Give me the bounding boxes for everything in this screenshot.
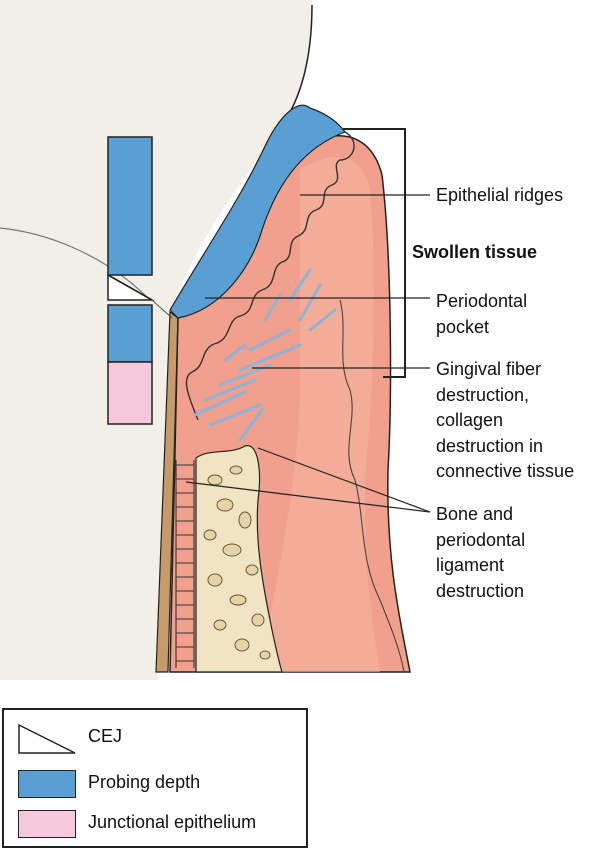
leader-bone-1	[257, 447, 431, 513]
connective-line	[339, 299, 405, 673]
swollen-tissue-bracket	[343, 128, 406, 378]
bone-trabeculae	[203, 465, 271, 660]
epithelial-ridges	[185, 131, 355, 421]
probing-depth-bar-lower	[107, 304, 153, 363]
tooth-crown	[0, 0, 312, 680]
probing-depth-swatch	[18, 770, 76, 798]
probing-depth-bar-upper	[107, 136, 153, 276]
legend: CEJ Probing depth Junctional epithelium	[2, 708, 308, 848]
legend-label-probing-depth: Probing depth	[88, 772, 201, 792]
label-periodontal-pocket: Periodontal pocket	[436, 291, 528, 337]
probe-line	[151, 299, 173, 319]
periodontal-ligament	[175, 460, 195, 668]
gingiva-inner	[260, 156, 380, 672]
cej-marker-top	[107, 274, 153, 301]
label-epithelial-ridges: Epithelial ridges	[436, 185, 564, 205]
legend-label-junctional-epithelium: Junctional epithelium	[88, 812, 257, 832]
junctional-epithelium-bar	[107, 361, 153, 425]
legend-label-cej: CEJ	[88, 726, 123, 746]
adjacent-tooth-outline	[0, 227, 151, 301]
junctional-epithelium-swatch	[18, 810, 76, 838]
leader-lines	[185, 194, 431, 513]
collagen-fibers	[193, 268, 337, 442]
cej-triangle-icon	[18, 724, 76, 754]
label-bone-ligament-destruction: Bone and periodontal ligament destructio…	[436, 504, 526, 601]
label-swollen-tissue: Swollen tissue	[412, 242, 538, 262]
pocket-region	[169, 104, 346, 319]
label-gingival-fiber-destruction: Gingival fiber destruction, collagen des…	[436, 359, 575, 481]
leader-bone-2	[185, 481, 431, 513]
